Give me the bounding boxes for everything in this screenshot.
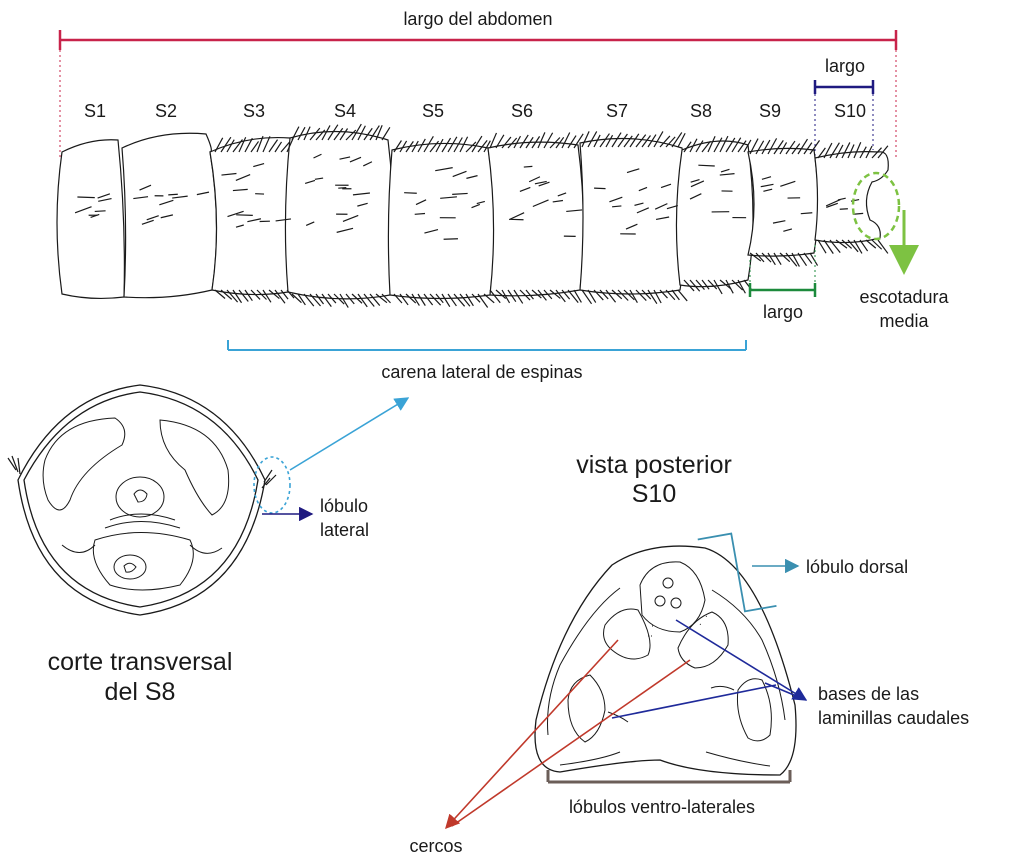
abdomen-length-label: largo del abdomen bbox=[403, 9, 552, 29]
dorsal-lobe-label: lóbulo dorsal bbox=[806, 557, 908, 577]
posterior-view-title-line2: S10 bbox=[632, 480, 676, 508]
segment-label-s6: S6 bbox=[511, 101, 533, 121]
segment-labels: S1 S2 S3 S4 S5 S6 S7 S8 S9 S10 bbox=[84, 101, 866, 121]
spine-bristle-icon bbox=[382, 127, 390, 140]
spine-bristle-icon bbox=[292, 294, 301, 303]
spine-bristle-icon bbox=[168, 194, 178, 195]
spine-bristle-icon bbox=[415, 213, 425, 214]
caudal-bases-label-line1: bases de las bbox=[818, 684, 919, 704]
segment-s1 bbox=[57, 140, 124, 299]
spine-bristle-icon bbox=[568, 290, 578, 303]
spine-carina-label: carena lateral de espinas bbox=[381, 362, 582, 382]
spine-bristle-icon bbox=[490, 133, 496, 148]
segment-s8 bbox=[676, 141, 753, 287]
segment-label-s8: S8 bbox=[690, 101, 712, 121]
spine-bristle-icon bbox=[672, 132, 682, 147]
notch-label-line1: escotadura bbox=[859, 287, 949, 307]
spine-bristle-icon bbox=[582, 290, 592, 304]
segment-label-s4: S4 bbox=[334, 101, 356, 121]
segment-s9 bbox=[748, 148, 818, 256]
spine-bristle-icon bbox=[95, 211, 106, 212]
segment-label-s1: S1 bbox=[84, 101, 106, 121]
caudal-bases-label-line2: laminillas caudales bbox=[818, 708, 969, 728]
spine-carina-bracket bbox=[228, 340, 746, 350]
segment-label-s5: S5 bbox=[422, 101, 444, 121]
spine-bristle-icon bbox=[698, 165, 714, 166]
spine-bristle-icon bbox=[404, 193, 417, 194]
spine-bristle-icon bbox=[574, 290, 581, 302]
s9-length-label: largo bbox=[763, 302, 803, 322]
cerci-label: cercos bbox=[409, 836, 462, 856]
spine-bristle-icon bbox=[524, 166, 533, 167]
segment-label-s2: S2 bbox=[155, 101, 177, 121]
segment-label-s10: S10 bbox=[834, 101, 866, 121]
segment-s5 bbox=[388, 143, 494, 298]
s10-length-label: largo bbox=[825, 56, 865, 76]
segment-s7 bbox=[580, 139, 687, 294]
lateral-lobe-label-line1: lóbulo bbox=[320, 496, 368, 516]
segment-label-s9: S9 bbox=[759, 101, 781, 121]
abdomen-segments bbox=[57, 131, 888, 298]
spine-bristle-icon bbox=[444, 239, 458, 240]
spine-bristle-icon bbox=[77, 197, 94, 198]
segment-label-s3: S3 bbox=[243, 101, 265, 121]
dorsal-lobe-bracket bbox=[698, 528, 798, 617]
spine-bristle-icon bbox=[236, 215, 253, 216]
spine-bristle-icon bbox=[866, 240, 876, 248]
segment-s6 bbox=[488, 142, 584, 296]
segment-s4 bbox=[285, 131, 393, 298]
segment-s3 bbox=[210, 138, 294, 295]
caudal-bases-arrows bbox=[612, 620, 806, 718]
cross-section-title-line2: del S8 bbox=[105, 678, 176, 706]
spine-bristle-icon bbox=[338, 188, 346, 189]
cross-section-s8 bbox=[8, 385, 290, 615]
ventrolateral-bracket bbox=[548, 770, 790, 782]
ventrolateral-label: lóbulos ventro-laterales bbox=[569, 797, 755, 817]
spine-bristle-icon bbox=[810, 253, 818, 266]
segment-s10 bbox=[815, 152, 888, 243]
spine-bristle-icon bbox=[872, 240, 882, 249]
spine-bristle-icon bbox=[678, 133, 685, 147]
cross-section-title-line1: corte transversal bbox=[48, 648, 233, 676]
lateral-lobe-label-line2: lateral bbox=[320, 520, 369, 540]
notch-label-line2: media bbox=[879, 311, 929, 331]
segment-label-s7: S7 bbox=[606, 101, 628, 121]
posterior-view-title-line1: vista posterior bbox=[576, 451, 732, 479]
carina-pointer-arrow bbox=[290, 398, 408, 470]
